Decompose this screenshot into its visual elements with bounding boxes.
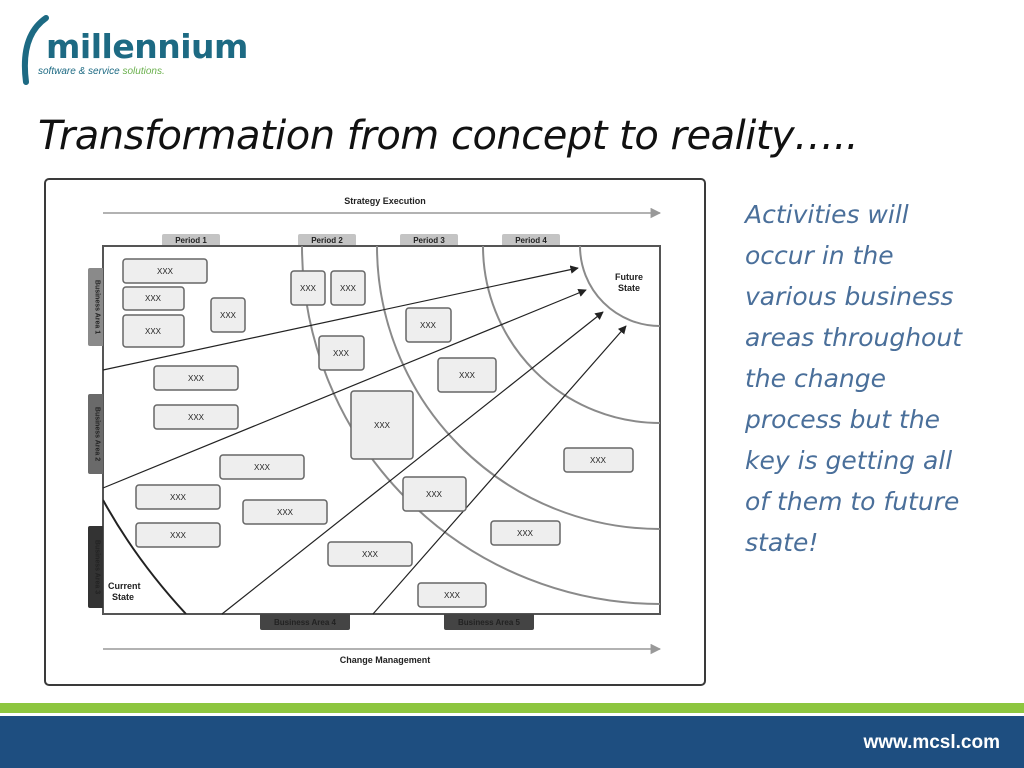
period-tab-3: Period 3 [400,234,458,246]
svg-text:XXX: XXX [517,529,534,538]
activity-box: XXX [563,447,634,473]
activity-boxes: XXX XXX XXX XXX XXX XXX XXX XXX XXX XXX … [122,258,634,608]
svg-text:XXX: XXX [145,327,162,336]
business-area-2-tab: Business Area 2 [88,394,103,474]
svg-text:XXX: XXX [340,284,357,293]
activity-box: XXX [135,522,221,548]
business-area-5-tab: Business Area 5 [444,614,534,630]
svg-text:XXX: XXX [170,493,187,502]
period-3-label: Period 3 [413,236,445,245]
svg-text:XXX: XXX [277,508,294,517]
period-4-label: Period 4 [515,236,547,245]
footer-divider [0,713,1024,716]
svg-text:XXX: XXX [420,321,437,330]
footer-url[interactable]: www.mcsl.com [863,732,1000,753]
activity-box: XXX [219,454,305,480]
change-management-label: Change Management [340,655,431,665]
side-note: Activities will occur in the various bus… [745,200,962,557]
future-state-label-line1: Future [615,272,643,282]
activity-box: XXX [437,357,497,393]
activity-box: XXX [153,365,239,391]
svg-text:XXX: XXX [170,531,187,540]
svg-text:XXX: XXX [220,311,237,320]
svg-text:XXX: XXX [300,284,317,293]
footer-accent-bar [0,703,1024,713]
business-area-2-label: Business Area 2 [94,407,101,461]
activity-box: XXX [242,499,328,525]
activity-box: XXX [290,270,326,306]
period-tab-1: Period 1 [162,234,220,246]
business-area-5-label: Business Area 5 [458,618,521,627]
svg-text:XXX: XXX [157,267,174,276]
svg-text:XXX: XXX [444,591,461,600]
current-state-label-line2: State [112,592,134,602]
activity-box: XXX [350,390,414,460]
business-area-1-label: Business Area 1 [94,280,101,334]
business-area-4-tab: Business Area 4 [260,614,350,630]
transition-arrows [102,265,627,615]
diagram-frame: Strategy Execution Period 1 Period 2 Per… [44,178,706,686]
activity-box: XXX [210,297,246,333]
logo-tagline: software & service solutions. [38,66,165,77]
logo-wordmark: millennium [46,27,248,66]
activity-box: XXX [402,476,467,512]
activity-box: XXX [327,541,413,567]
logo: millennium software & service solutions. [16,14,256,86]
svg-text:XXX: XXX [188,413,205,422]
activity-box: XXX [417,582,487,608]
business-area-4-label: Business Area 4 [274,618,337,627]
activity-box: XXX [405,307,452,343]
period-1-label: Period 1 [175,236,207,245]
activity-box: XXX [318,335,365,371]
activity-box: XXX [122,258,208,284]
future-state-label-line2: State [618,283,640,293]
activity-box: XXX [122,314,185,348]
svg-text:XXX: XXX [590,456,607,465]
transformation-diagram: Strategy Execution Period 1 Period 2 Per… [88,196,662,665]
svg-text:XXX: XXX [426,490,443,499]
period-tab-4: Period 4 [502,234,560,246]
activity-box: XXX [330,270,366,306]
footer-bar: www.mcsl.com [0,716,1024,768]
svg-text:XXX: XXX [254,463,271,472]
period-tab-2: Period 2 [298,234,356,246]
svg-text:XXX: XXX [459,371,476,380]
business-area-1-tab: Business Area 1 [88,268,103,346]
period-2-label: Period 2 [311,236,343,245]
activity-box: XXX [153,404,239,430]
activity-box: XXX [122,286,185,311]
svg-text:XXX: XXX [374,421,391,430]
activity-box: XXX [490,520,561,546]
current-state-label-line1: Current [108,581,141,591]
slide-title: Transformation from concept to reality….… [38,113,859,159]
logo-swoosh-icon [21,15,49,85]
svg-text:XXX: XXX [333,349,350,358]
activity-box: XXX [135,484,221,510]
svg-text:XXX: XXX [362,550,379,559]
business-area-3-label: Business Area 3 [94,540,101,594]
business-area-3-tab: Business Area 3 [88,526,103,608]
svg-text:XXX: XXX [145,294,162,303]
strategy-execution-label: Strategy Execution [344,196,426,206]
svg-text:XXX: XXX [188,374,205,383]
